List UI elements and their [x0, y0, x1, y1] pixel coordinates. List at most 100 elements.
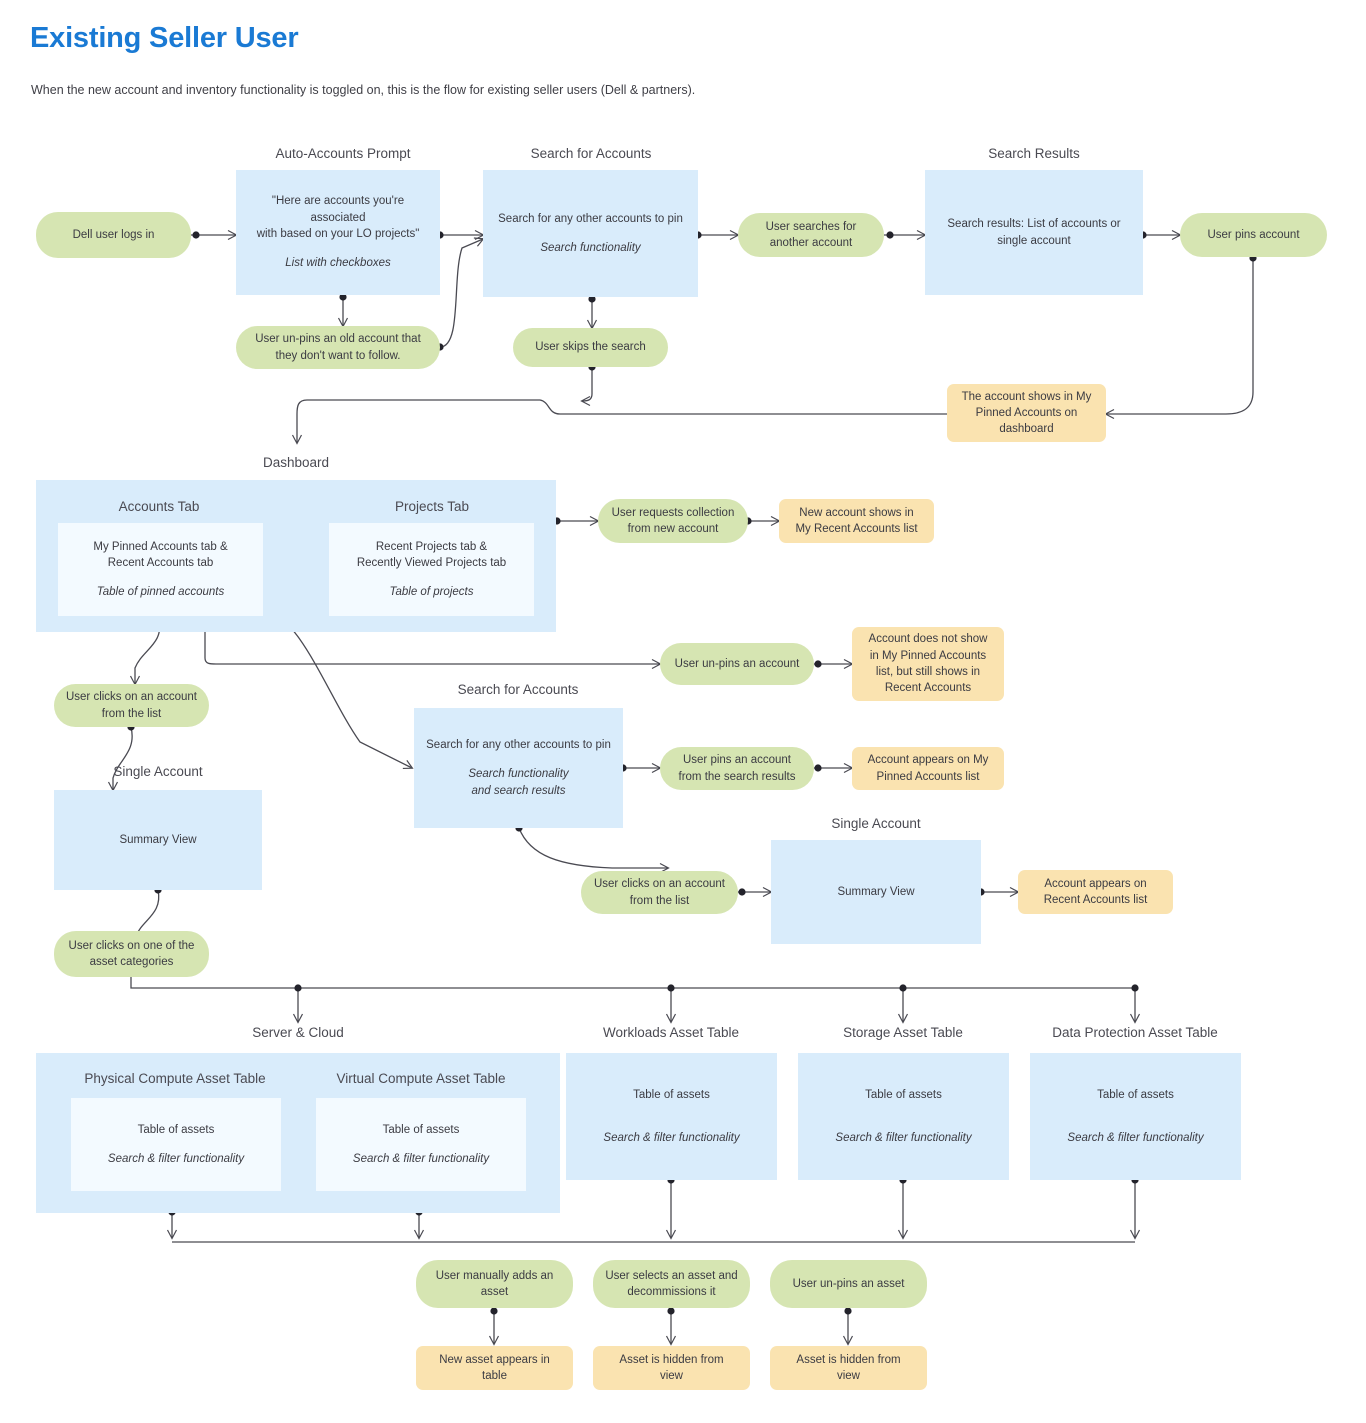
node-line: User un-pins an asset — [792, 1277, 905, 1290]
node-user-clicks-account-mid[interactable]: User clicks on an account from the list — [581, 871, 738, 914]
group-label-accounts-tab: Accounts Tab — [118, 499, 200, 514]
node-italic-line: Search & filter functionality — [603, 1131, 740, 1144]
node-line: Table of assets — [137, 1123, 215, 1136]
node-line: from the list — [101, 707, 162, 720]
node-line: User skips the search — [535, 341, 646, 354]
node-projects-tab-inner[interactable]: Recent Projects tab & Recently Viewed Pr… — [329, 523, 534, 616]
node-user-pins-account[interactable]: User pins account — [1180, 213, 1327, 257]
node-line: Table of assets — [382, 1123, 460, 1136]
node-user-decommissions-asset[interactable]: User selects an asset and decommissions … — [593, 1260, 750, 1308]
node-line: another account — [769, 237, 853, 249]
node-line: Summary View — [837, 885, 915, 898]
node-italic-line: List with checkboxes — [285, 257, 391, 270]
node-line: The account shows in My — [961, 390, 1092, 403]
node-account-appears-pinned-list[interactable]: Account appears on My Pinned Accounts li… — [852, 747, 1004, 790]
node-user-unpins-old-account[interactable]: User un-pins an old account that they do… — [236, 326, 440, 369]
group-label-storage: Storage Asset Table — [843, 1025, 963, 1040]
node-line: My Recent Accounts list — [795, 523, 918, 535]
node-line: decommissions it — [627, 1286, 716, 1298]
node-line: User clicks on an account — [593, 878, 726, 891]
node-physical-compute-inner[interactable]: Table of assets Search & filter function… — [71, 1098, 281, 1191]
node-line: Account appears on — [1044, 877, 1147, 890]
group-label-virtual-compute: Virtual Compute Asset Table — [336, 1071, 506, 1086]
node-line: Pinned Accounts list — [876, 770, 980, 783]
node-virtual-compute-inner[interactable]: Table of assets Search & filter function… — [316, 1098, 526, 1191]
node-italic-line: Search functionality — [468, 768, 569, 781]
node-line: User clicks on one of the — [68, 939, 195, 952]
node-line: asset categories — [89, 956, 174, 968]
node-auto-accounts-screen[interactable]: "Here are accounts you're associated wit… — [236, 170, 440, 295]
node-line: Table of assets — [1097, 1089, 1174, 1102]
node-user-skips-search[interactable]: User skips the search — [513, 328, 668, 367]
node-line: User manually adds an — [435, 1269, 554, 1282]
node-line: from the search results — [678, 770, 796, 783]
node-italic-line: Search & filter functionality — [352, 1153, 490, 1165]
node-account-not-show-pinned[interactable]: Account does not show in My Pinned Accou… — [852, 627, 1004, 701]
node-data-protection-screen[interactable]: Table of assets Search & filter function… — [1030, 1053, 1241, 1180]
node-search-accounts-screen-mid[interactable]: Search for any other accounts to pin Sea… — [414, 708, 623, 828]
node-asset-hidden-view-2[interactable]: Asset is hidden from view — [770, 1346, 927, 1390]
node-line: "Here are accounts you're associated — [271, 195, 405, 224]
node-line: Recent Accounts list — [1043, 894, 1148, 906]
node-line: New asset appears in — [439, 1353, 550, 1366]
node-dell-user-logs-in[interactable]: Dell user logs in — [36, 212, 191, 258]
node-search-results-screen[interactable]: Search results: List of accounts or sing… — [925, 170, 1143, 295]
node-line: User clicks on an account — [65, 691, 198, 704]
node-line: table — [482, 1370, 507, 1382]
page-title: Existing Seller User — [30, 22, 299, 54]
node-line: Recent Accounts tab — [107, 556, 214, 569]
node-line: User un-pins an old account that — [255, 333, 421, 346]
node-italic-line: Search & filter functionality — [107, 1153, 245, 1165]
group-label-search-results: Search Results — [988, 146, 1080, 161]
node-user-unpins-asset[interactable]: User un-pins an asset — [770, 1260, 927, 1308]
node-line: User un-pins an account — [674, 657, 800, 670]
group-label-server-and-cloud: Server & Cloud — [252, 1025, 344, 1040]
node-account-appears-recent-list[interactable]: Account appears on Recent Accounts list — [1018, 870, 1173, 914]
node-line: they don't want to follow. — [275, 349, 401, 362]
node-line: Table of assets — [865, 1089, 942, 1102]
node-line: Pinned Accounts on — [975, 406, 1078, 419]
node-user-clicks-account-left[interactable]: User clicks on an account from the list — [54, 684, 209, 727]
node-user-pins-from-results[interactable]: User pins an account from the search res… — [660, 747, 814, 790]
node-italic-line: Table of projects — [389, 586, 474, 599]
node-line: Asset is hidden from — [796, 1353, 901, 1366]
node-line: Recent Projects tab & — [375, 540, 488, 553]
group-label-dashboard: Dashboard — [262, 455, 330, 470]
group-label-workloads: Workloads Asset Table — [602, 1025, 740, 1040]
node-line: single account — [997, 234, 1071, 247]
node-workloads-screen[interactable]: Table of assets Search & filter function… — [566, 1053, 777, 1180]
page-subtitle: When the new account and inventory funct… — [31, 83, 696, 97]
node-new-asset-appears-table[interactable]: New asset appears in table — [416, 1346, 573, 1390]
group-label-search-for-accounts-mid: Search for Accounts — [457, 682, 579, 697]
node-user-searches-another[interactable]: User searches for another account — [738, 213, 884, 257]
node-line: from new account — [627, 523, 719, 535]
node-user-manually-adds-asset[interactable]: User manually adds an asset — [416, 1260, 573, 1308]
node-line: User pins an account — [682, 754, 792, 767]
group-label-physical-compute: Physical Compute Asset Table — [84, 1071, 266, 1086]
node-line: Dell user logs in — [72, 228, 155, 241]
node-line: Table of assets — [633, 1089, 710, 1102]
node-italic-line: Search & filter functionality — [835, 1131, 972, 1144]
group-label-search-for-accounts-top: Search for Accounts — [530, 146, 652, 161]
node-line: Account appears on My — [867, 754, 989, 767]
node-italic-line: Table of pinned accounts — [96, 586, 225, 599]
node-search-accounts-screen-top[interactable]: Search for any other accounts to pin Sea… — [483, 170, 698, 297]
node-user-clicks-asset-categories[interactable]: User clicks on one of the asset categori… — [54, 931, 209, 977]
node-line: Recently Viewed Projects tab — [356, 556, 507, 569]
node-italic-line: and search results — [471, 784, 566, 797]
node-new-account-shows-recent[interactable]: New account shows in My Recent Accounts … — [779, 499, 934, 543]
node-summary-view-right[interactable]: Summary View — [771, 840, 981, 944]
node-asset-hidden-view-1[interactable]: Asset is hidden from view — [593, 1346, 750, 1390]
node-italic-line: Search & filter functionality — [1067, 1131, 1204, 1144]
node-line: in My Pinned Accounts — [869, 649, 987, 662]
node-line: with based on your LO projects" — [256, 228, 420, 240]
node-summary-view-left[interactable]: Summary View — [54, 790, 262, 890]
group-label-auto-accounts-prompt: Auto-Accounts Prompt — [275, 146, 411, 161]
node-line: New account shows in — [799, 506, 914, 519]
node-accounts-tab-inner[interactable]: My Pinned Accounts tab & Recent Accounts… — [58, 523, 263, 616]
node-storage-screen[interactable]: Table of assets Search & filter function… — [798, 1053, 1009, 1180]
node-user-requests-collection[interactable]: User requests collection from new accoun… — [598, 499, 748, 543]
node-user-unpins-account[interactable]: User un-pins an account — [660, 643, 814, 685]
node-account-shows-pinned-dashboard[interactable]: The account shows in My Pinned Accounts … — [947, 384, 1106, 442]
